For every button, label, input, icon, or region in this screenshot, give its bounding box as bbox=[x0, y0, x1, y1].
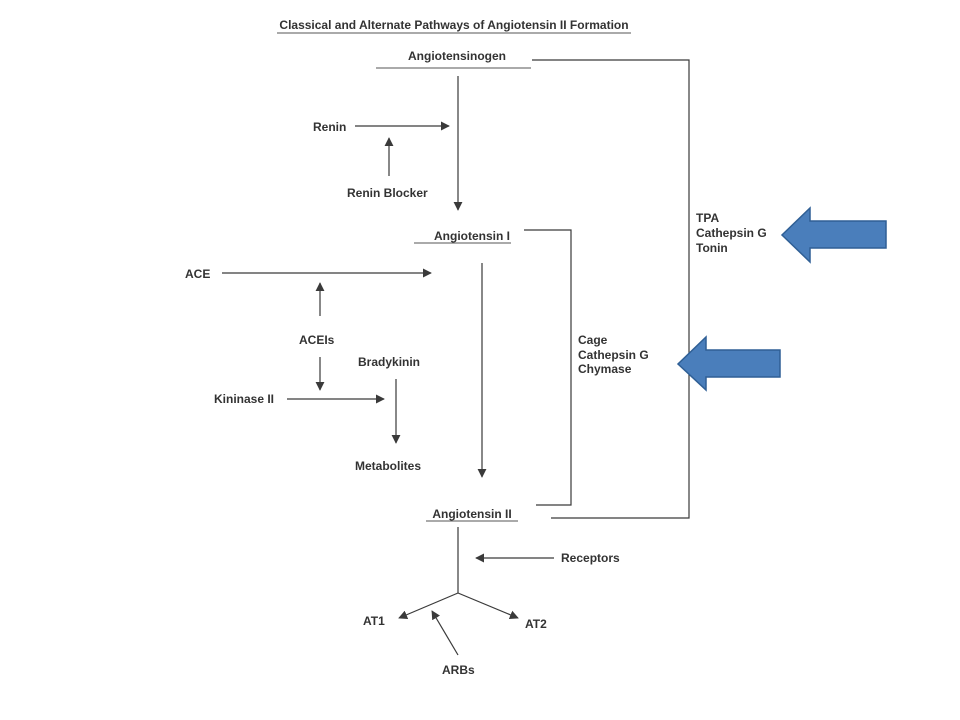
highlight-arrow-inner bbox=[676, 335, 781, 392]
outer-alt-enzyme-3: Tonin bbox=[696, 241, 728, 255]
inner-alt-enzyme-2: Cathepsin G bbox=[578, 348, 649, 362]
aceis-label: ACEIs bbox=[299, 333, 335, 347]
renin-blocker-label: Renin Blocker bbox=[347, 186, 428, 200]
inner-alternate-bracket bbox=[524, 229, 572, 506]
renin-label: Renin bbox=[313, 120, 346, 134]
angiotensin-1-label: Angiotensin I bbox=[434, 229, 510, 243]
outer-alt-enzyme-2: Cathepsin G bbox=[696, 226, 767, 240]
arrow-to-at1 bbox=[398, 592, 459, 619]
arrow-arbs bbox=[431, 610, 459, 656]
angiotensin-2-label: Angiotensin II bbox=[432, 507, 511, 521]
receptors-label: Receptors bbox=[561, 551, 620, 565]
arrow-to-at2 bbox=[457, 592, 519, 620]
highlight-arrow-outer bbox=[780, 206, 887, 264]
at2-label: AT2 bbox=[525, 617, 547, 631]
inner-alt-enzyme-3: Chymase bbox=[578, 362, 632, 376]
outer-alternate-bracket bbox=[532, 59, 690, 519]
ace-label: ACE bbox=[185, 267, 210, 281]
metabolites-label: Metabolites bbox=[355, 459, 421, 473]
kininase-2-label: Kininase II bbox=[214, 392, 274, 406]
inner-alt-enzyme-1: Cage bbox=[578, 333, 608, 347]
outer-alt-enzyme-1: TPA bbox=[696, 211, 719, 225]
diagram-title: Classical and Alternate Pathways of Angi… bbox=[279, 18, 628, 32]
angiotensinogen-label: Angiotensinogen bbox=[408, 49, 506, 63]
at1-label: AT1 bbox=[363, 614, 385, 628]
bradykinin-label: Bradykinin bbox=[358, 355, 420, 369]
arbs-label: ARBs bbox=[442, 663, 475, 677]
